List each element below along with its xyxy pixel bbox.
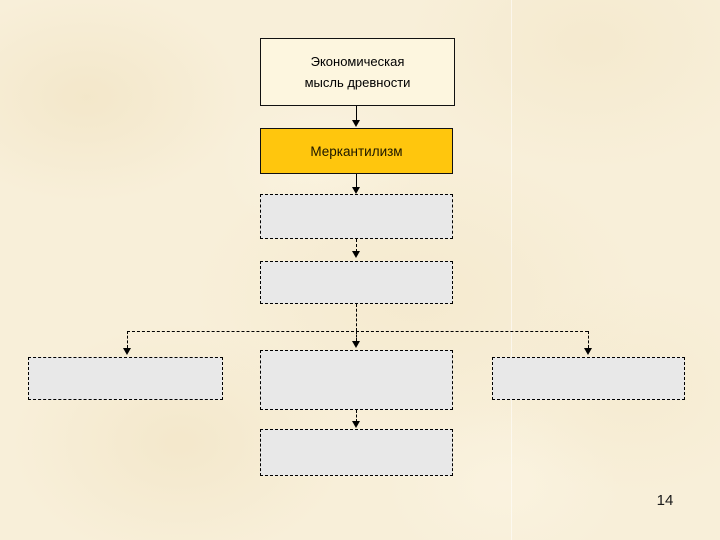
arrow-line [356, 106, 357, 121]
placeholder-box-1 [260, 194, 453, 239]
branch-left-line [127, 331, 128, 348]
arrow-line [356, 410, 357, 422]
branch-stem-line [356, 304, 357, 331]
arrow-line [356, 174, 357, 188]
arrow-down-head [352, 341, 360, 348]
placeholder-box-left [28, 357, 223, 400]
placeholder-box-bottom [260, 429, 453, 476]
arrow-down-head [123, 348, 131, 355]
arrow-down-head [352, 421, 360, 428]
box-ancient-economic-thought-label: Экономическая мысль древности [304, 54, 411, 90]
page-number: 14 [656, 492, 674, 509]
branch-horizontal-line [127, 331, 588, 332]
branch-center-line [356, 331, 357, 341]
box-mercantilism: Меркантилизм [260, 128, 453, 174]
arrow-down-head [352, 187, 360, 194]
arrow-line [356, 239, 357, 252]
branch-right-line [588, 331, 589, 348]
arrow-down-head [352, 251, 360, 258]
placeholder-box-center [260, 350, 453, 410]
arrow-down-head [352, 120, 360, 127]
arrow-down-head [584, 348, 592, 355]
placeholder-box-2 [260, 261, 453, 304]
box-mercantilism-label: Меркантилизм [310, 143, 403, 159]
box-ancient-economic-thought: Экономическая мысль древности [260, 38, 455, 106]
placeholder-box-right [492, 357, 685, 400]
